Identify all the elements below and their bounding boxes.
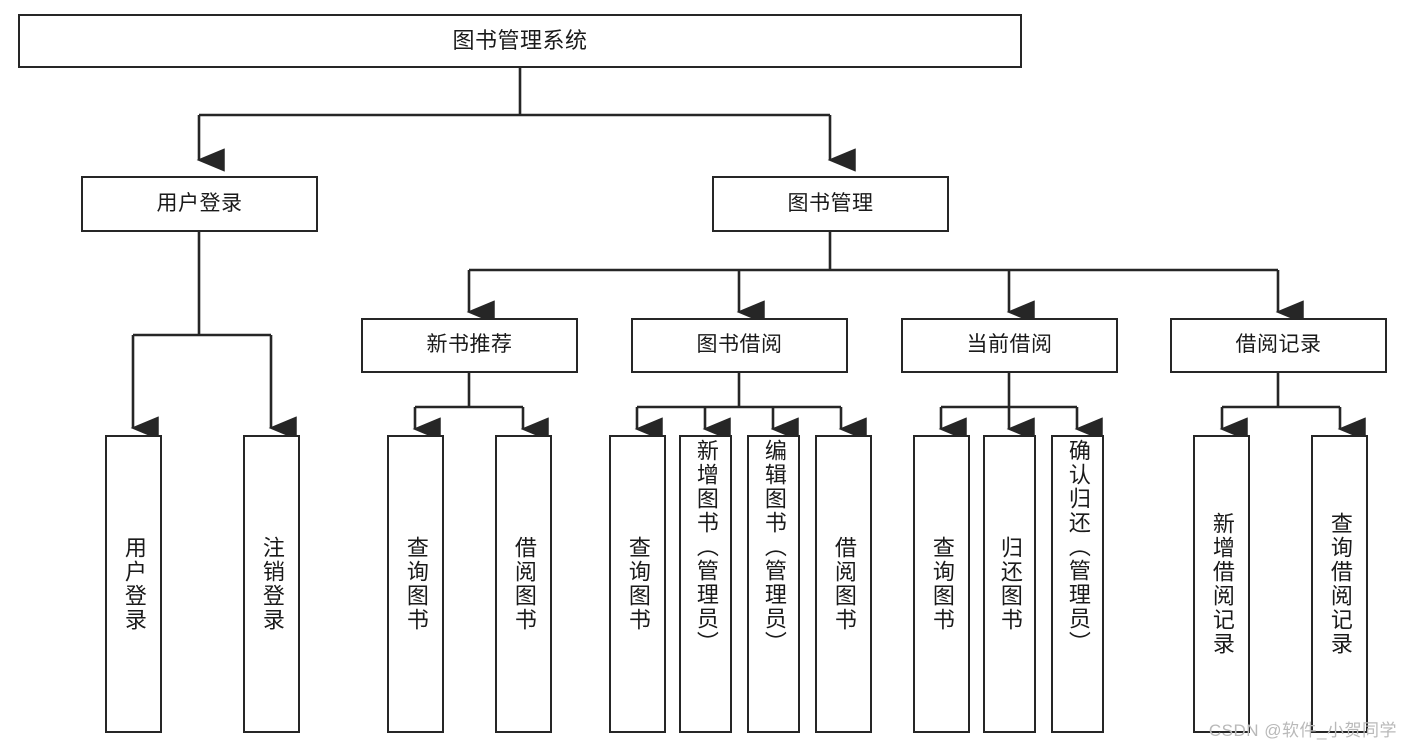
node-label: 当前借阅 <box>966 333 1053 357</box>
node-label: 确认归还（管理员） <box>1065 439 1091 655</box>
node-current-borrow[interactable]: 当前借阅 <box>901 318 1118 373</box>
leaf-add-book-admin[interactable]: 新增图书（管理员） <box>679 435 732 733</box>
node-label: 借阅图书 <box>831 536 857 632</box>
leaf-confirm-return-admin[interactable]: 确认归还（管理员） <box>1051 435 1104 733</box>
node-root-system[interactable]: 图书管理系统 <box>18 14 1022 68</box>
node-label: 查询借阅记录 <box>1327 512 1353 656</box>
node-new-book-recommend[interactable]: 新书推荐 <box>361 318 578 373</box>
leaf-borrow-book-recommend[interactable]: 借阅图书 <box>495 435 552 733</box>
leaf-user-login[interactable]: 用户登录 <box>105 435 162 733</box>
node-label: 查询图书 <box>403 536 429 632</box>
leaf-query-book-borrow[interactable]: 查询图书 <box>609 435 666 733</box>
leaf-edit-book-admin[interactable]: 编辑图书（管理员） <box>747 435 800 733</box>
leaf-query-book-current[interactable]: 查询图书 <box>913 435 970 733</box>
node-user-login[interactable]: 用户登录 <box>81 176 318 232</box>
leaf-borrow-book[interactable]: 借阅图书 <box>815 435 872 733</box>
leaf-return-book[interactable]: 归还图书 <box>983 435 1036 733</box>
watermark: CSDN @软件_小贺同学 <box>1208 721 1397 740</box>
node-label: 注销登录 <box>259 536 285 632</box>
node-label: 查询图书 <box>929 536 955 632</box>
node-borrow-record[interactable]: 借阅记录 <box>1170 318 1387 373</box>
node-label: 编辑图书（管理员） <box>761 439 787 655</box>
leaf-add-borrow-record[interactable]: 新增借阅记录 <box>1193 435 1250 733</box>
leaf-logout[interactable]: 注销登录 <box>243 435 300 733</box>
node-label: 新书推荐 <box>426 333 513 357</box>
node-label: 新增图书（管理员） <box>693 439 719 655</box>
node-label: 新增借阅记录 <box>1209 512 1235 656</box>
node-label: 查询图书 <box>625 536 651 632</box>
node-label: 图书管理系统 <box>452 28 588 54</box>
node-label: 借阅记录 <box>1235 333 1322 357</box>
node-book-borrow[interactable]: 图书借阅 <box>631 318 848 373</box>
leaf-query-borrow-record[interactable]: 查询借阅记录 <box>1311 435 1368 733</box>
node-label: 归还图书 <box>997 536 1023 632</box>
node-book-management[interactable]: 图书管理 <box>712 176 949 232</box>
node-label: 用户登录 <box>121 536 147 632</box>
node-label: 借阅图书 <box>511 536 537 632</box>
node-label: 用户登录 <box>156 191 243 215</box>
leaf-query-book-recommend[interactable]: 查询图书 <box>387 435 444 733</box>
node-label: 图书管理 <box>787 191 874 215</box>
node-label: 图书借阅 <box>696 333 783 357</box>
